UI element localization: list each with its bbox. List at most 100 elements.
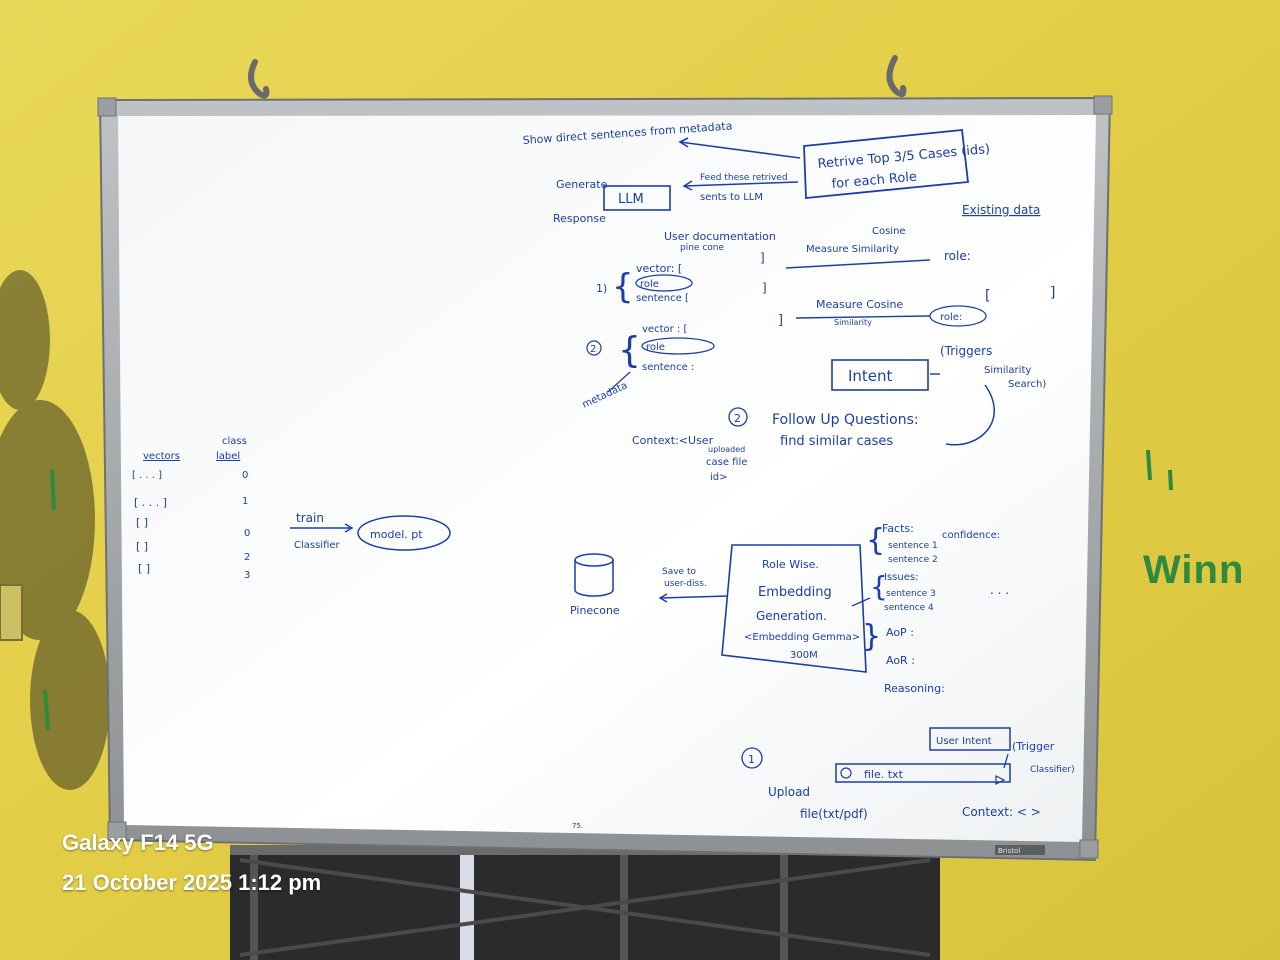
file-icon [840, 767, 852, 779]
reasoning-label: Reasoning: [884, 682, 945, 695]
model-oval [357, 515, 451, 551]
feed-note-2: sents to LLM [700, 192, 763, 203]
table-header-label: label [216, 451, 240, 462]
brand-label: Bristol [998, 847, 1020, 855]
generate-label: Generate [556, 178, 608, 191]
item1-vector: vector: [ [636, 262, 682, 275]
follow-up-num-circle [728, 407, 748, 427]
item1-sentence: sentence [ [636, 293, 689, 304]
role2-oval [929, 305, 987, 327]
triggers-line-2: Similarity [984, 365, 1031, 376]
photo-device-stamp: Galaxy F14 5G [62, 830, 214, 855]
aop-label: AoP : [886, 626, 914, 639]
close-bracket-2: ] [1050, 285, 1055, 301]
table-row: [ ] [136, 516, 148, 529]
rolewise-line-2: Embedding [758, 585, 832, 600]
item2-sentence: sentence : [642, 362, 694, 373]
frame-corners [97, 95, 1113, 859]
classifier-label: Classifier [294, 540, 341, 551]
dots: . . . [990, 583, 1009, 597]
issues-s4: sentence 4 [884, 603, 934, 613]
rolewise-line-4: <Embedding Gemma> [744, 632, 860, 643]
context-line-2: uploaded [708, 445, 745, 454]
wall-shelf [0, 584, 23, 641]
issues-brace: { [870, 570, 888, 603]
step1-circle [741, 747, 763, 769]
table-row: [ ] [138, 562, 150, 575]
brand-plate [995, 845, 1045, 855]
wall-stains [0, 270, 110, 790]
save-to-1: Save to [662, 567, 696, 577]
table-row-label: 1 [242, 496, 248, 507]
pinecone-note: pine cone [680, 243, 724, 253]
table-row-label: 0 [244, 528, 250, 539]
green-paint-marks [43, 449, 1173, 731]
follow-up-num: 2 [734, 412, 741, 425]
measure2-label: Measure Cosine [816, 298, 903, 311]
context-bottom: Context: < > [962, 805, 1041, 819]
llm-box [603, 185, 671, 211]
feed-note-1: Feed these retrived [700, 173, 788, 183]
facts-s1: sentence 1 [888, 541, 938, 551]
issues-s3: sentence 3 [886, 589, 936, 599]
table-row-label: 3 [244, 570, 250, 581]
context-line-4: id> [710, 472, 728, 483]
existing-data-label: Existing data [962, 203, 1040, 217]
cosine-label: Cosine [872, 226, 906, 237]
facts-title: Facts: [882, 522, 914, 535]
save-to-2: user-diss. [664, 579, 707, 589]
table-row: [ . . . ] [134, 496, 167, 509]
table-row: [ . . . ] [132, 470, 162, 481]
open-bracket-2: [ [985, 288, 990, 304]
photo-datetime-stamp: 21 October 2025 1:12 pm [62, 870, 322, 895]
item1-brace: { [612, 267, 634, 307]
item2-num: 2 [590, 344, 596, 355]
table-header-class: class [222, 436, 247, 447]
item2-num-circle [586, 340, 602, 356]
aor-label: AoR : [886, 654, 915, 667]
item2-role: role [646, 342, 665, 353]
wall-hooks [248, 55, 907, 99]
facts-brace: { [866, 523, 885, 558]
response-label: Response [553, 212, 606, 225]
rolewise-box [721, 544, 867, 673]
llm-label: LLM [618, 192, 644, 207]
role-colon-1: role: [944, 249, 971, 263]
play-icon [995, 775, 1006, 785]
train-label: train [296, 511, 324, 525]
close-bracket-left: ] [778, 313, 783, 328]
item1-num: 1) [596, 282, 607, 295]
window-grille [230, 845, 940, 960]
aop-brace: } [862, 619, 881, 654]
user-doc-label: User documentation [664, 230, 776, 243]
step1-num: 1 [748, 753, 755, 766]
item2-brace: { [618, 330, 641, 371]
rolewise-line-1: Role Wise. [762, 558, 819, 571]
intent-box [831, 359, 929, 391]
triggers-line-3: Search) [1008, 379, 1046, 390]
rolewise-line-5: 300M [790, 650, 818, 661]
table-row-label: 0 [242, 470, 248, 481]
pinecone-db-icon [574, 553, 614, 597]
facts-confidence: confidence: [942, 530, 1000, 541]
item1-role-oval [635, 274, 693, 292]
upload-line-2: file(txt/pdf) [800, 807, 868, 821]
table-row: [ ] [136, 540, 148, 553]
upload-line-1: Upload [768, 785, 810, 799]
role2-label: role: [940, 312, 962, 323]
follow-up-line-2: find similar cases [780, 434, 893, 449]
retrieve-line-2: for each Role [831, 170, 917, 192]
facts-s2: sentence 2 [888, 555, 938, 565]
whiteboard-surface [118, 115, 1096, 842]
triggers-line-1: (Triggers [940, 344, 992, 358]
item1-close2: ] [762, 281, 767, 295]
item1-close1: ] [760, 251, 765, 265]
trigger-classifier-2: Classifier) [1030, 765, 1075, 775]
retrieve-box [803, 129, 969, 199]
context-line-3: case file [706, 457, 747, 468]
issues-title: Issues: [884, 572, 918, 583]
item1-role: role [640, 279, 659, 290]
table-row-label: 2 [244, 552, 250, 563]
trigger-classifier-1: (Trigger [1012, 740, 1055, 753]
